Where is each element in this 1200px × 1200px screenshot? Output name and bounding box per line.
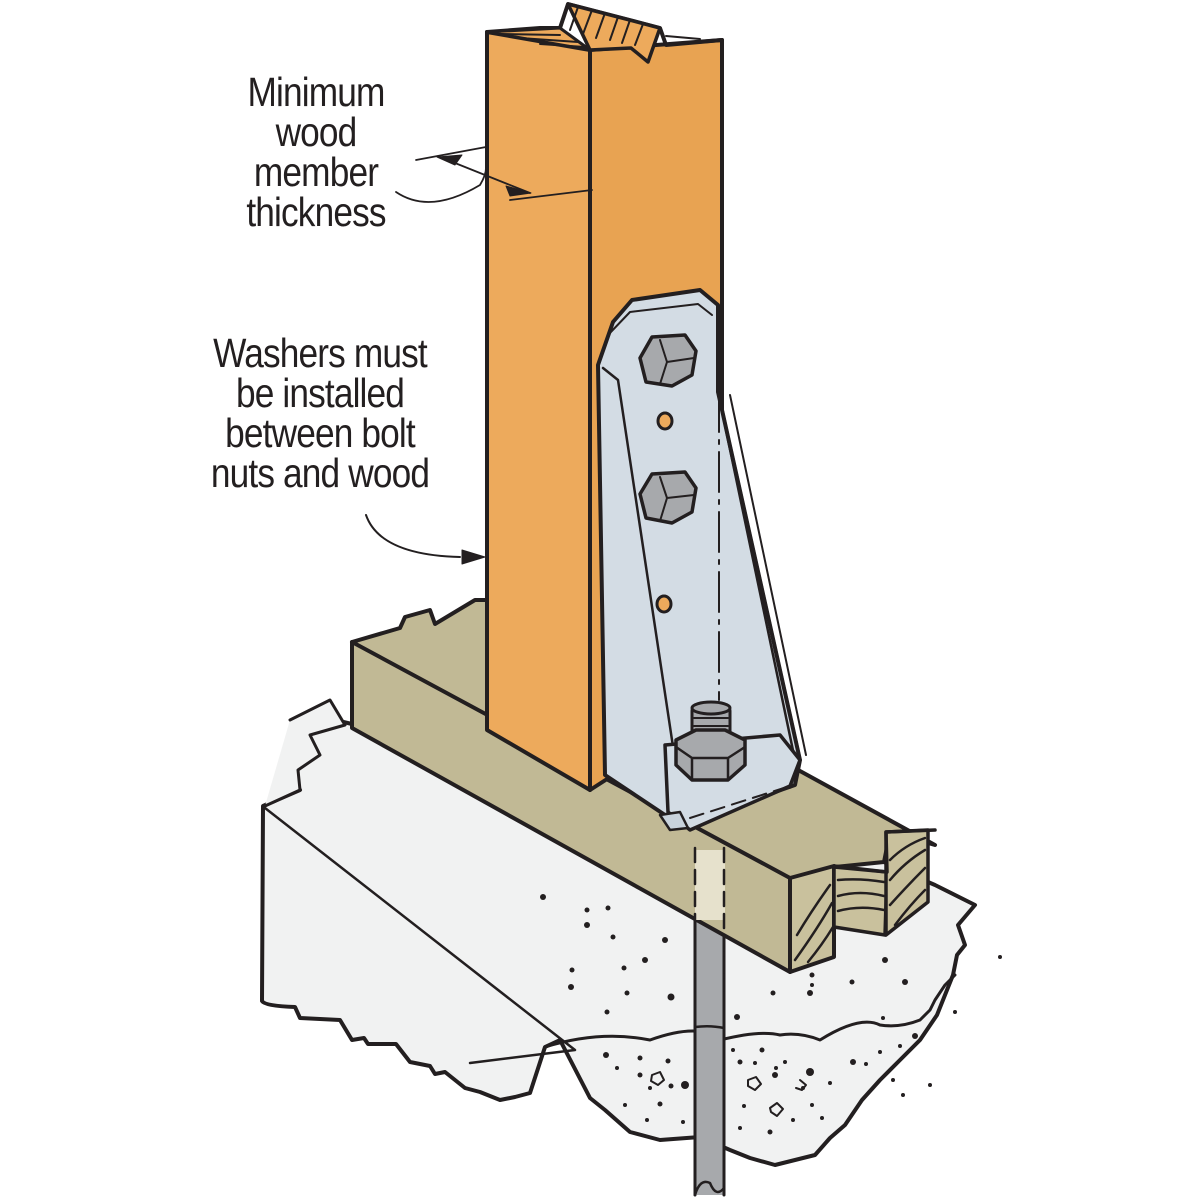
minimum-thickness-label: Minimum wood member thickness bbox=[213, 69, 419, 235]
concrete-aggregate-dots bbox=[540, 894, 1002, 1135]
thickness-callout bbox=[395, 146, 593, 203]
label-line: be installed bbox=[235, 370, 405, 416]
label-line: Minimum bbox=[247, 69, 385, 115]
label-line: between bolt bbox=[225, 410, 416, 456]
washers-callout bbox=[365, 514, 486, 565]
anchor-nut bbox=[674, 700, 747, 782]
fastener-hole-upper bbox=[656, 411, 674, 431]
anchor-rod bbox=[693, 918, 726, 1197]
hold-down-bracket bbox=[596, 288, 807, 832]
washers-note-label: Washers must be installed between bolt n… bbox=[165, 330, 475, 496]
hex-bolt-lower bbox=[638, 470, 698, 525]
label-line: thickness bbox=[246, 189, 386, 235]
label-line: Washers must bbox=[213, 330, 428, 376]
hex-bolt-upper bbox=[638, 333, 698, 388]
label-line: nuts and wood bbox=[210, 450, 430, 496]
label-line: wood bbox=[275, 109, 358, 155]
label-line: member bbox=[253, 149, 379, 195]
fastener-hole-lower bbox=[655, 594, 673, 614]
